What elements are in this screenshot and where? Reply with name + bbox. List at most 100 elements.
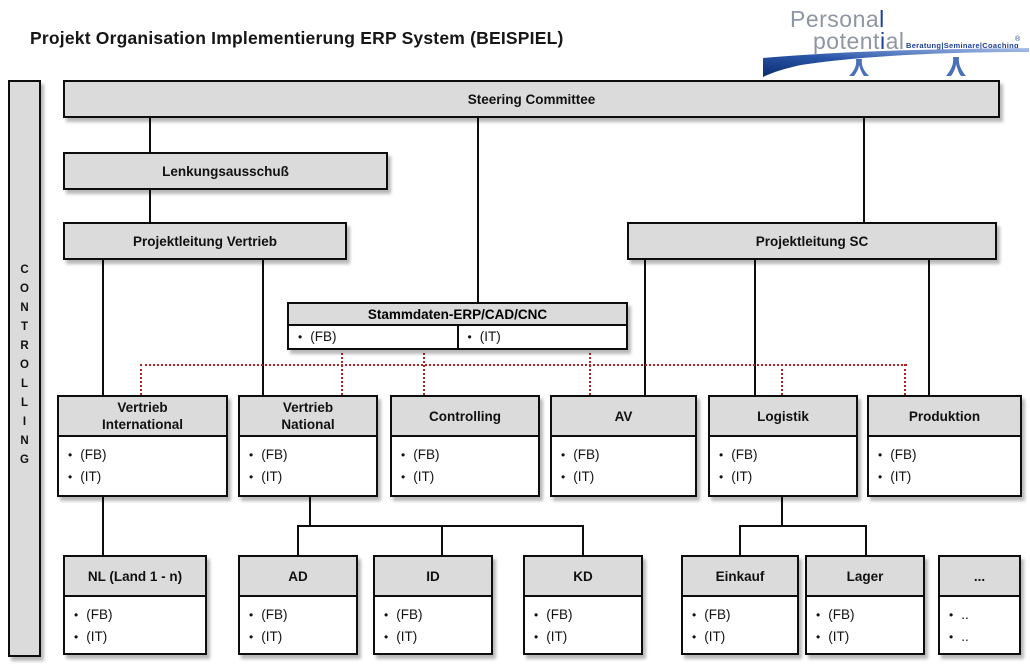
dept-item-it: (IT) (68, 466, 226, 488)
logo-text-blue: l (879, 6, 885, 32)
dept-box-title: Produktion (869, 397, 1020, 437)
leaf-item-fb: .. (949, 604, 1019, 626)
logo-tagline: Beratung|Seminare|Coaching (906, 41, 1019, 50)
leaf-box-einkauf: Einkauf (FB) (IT) (681, 555, 799, 655)
dept-box-vertrieb-international: Vertrieb International (FB) (IT) (57, 395, 228, 497)
org-box-label: Projektleitung Vertrieb (132, 233, 278, 249)
dept-item-it: (IT) (878, 466, 1020, 488)
connector-line (262, 260, 264, 395)
leaf-item-it: (IT) (74, 626, 205, 648)
dotted-relation-line (341, 348, 343, 395)
leaf-item-fb: (FB) (74, 604, 205, 626)
dotted-relation-line (423, 348, 425, 395)
leaf-box-title: Lager (807, 557, 923, 597)
leaf-item-it: .. (949, 626, 1019, 648)
leaf-box-title: KD (525, 557, 641, 597)
org-box-projektleitung-sc: Projektleitung SC (627, 222, 997, 260)
leaf-item-fb: (FB) (692, 604, 797, 626)
leaf-item-fb: (FB) (534, 604, 641, 626)
dept-box-title: Logistik (710, 397, 856, 437)
bridge-swoosh-icon (763, 48, 1029, 77)
connector-line (739, 525, 741, 555)
dept-item-fb: (FB) (561, 444, 695, 466)
connector-line (754, 260, 756, 395)
leaf-item-fb: (FB) (816, 604, 923, 626)
connector-line (781, 497, 783, 527)
logo-word-personal: Personal (790, 6, 885, 33)
org-box-label: Lenkungsausschuß (162, 163, 289, 179)
dept-item-fb: (FB) (68, 444, 226, 466)
connector-line (477, 118, 479, 302)
dept-item-it: (IT) (401, 466, 538, 488)
leaf-box-title: ID (375, 557, 491, 597)
connector-line (149, 118, 151, 152)
connector-line (441, 525, 443, 555)
dept-box-logistik: Logistik (FB) (IT) (708, 395, 858, 497)
dept-item-fb: (FB) (401, 444, 538, 466)
logo-text-blue: i (879, 28, 886, 54)
leaf-box-title: NL (Land 1 - n) (65, 557, 205, 597)
leaf-box-nl: NL (Land 1 - n) (FB) (IT) (63, 555, 207, 655)
org-box-label: Stammdaten-ERP/CAD/CNC (289, 304, 626, 326)
connector-line (309, 497, 311, 527)
connector-line (928, 260, 930, 395)
leaf-item-it: (IT) (534, 626, 641, 648)
personalpotential-logo: Personal potential Beratung|Seminare|Coa… (763, 4, 1030, 78)
dotted-relation-line (140, 364, 907, 366)
leaf-box-title: ... (940, 557, 1019, 597)
org-box-label: Projektleitung SC (755, 233, 869, 249)
connector-line (863, 118, 865, 222)
controlling-bar-label: CONTROLLING (18, 264, 31, 473)
controlling-bar: CONTROLLING (8, 80, 41, 657)
leaf-item-it: (IT) (692, 626, 797, 648)
connector-line (102, 260, 104, 395)
connector-line (297, 525, 584, 527)
dept-box-vertrieb-national: Vertrieb National (FB) (IT) (238, 395, 378, 497)
org-box-lenkungsausschuss: Lenkungsausschuß (63, 152, 388, 190)
dotted-relation-line (904, 364, 906, 395)
dept-box-title: Controlling (392, 397, 538, 437)
dept-box-title: Vertrieb National (240, 397, 376, 437)
leaf-item-fb: (FB) (249, 604, 356, 626)
dept-box-produktion: Produktion (FB) (IT) (867, 395, 1022, 497)
leaf-item-it: (IT) (384, 626, 491, 648)
connector-line (644, 260, 646, 395)
connector-line (739, 525, 867, 527)
dept-box-title: Vertrieb International (59, 397, 226, 437)
org-box-label: Steering Committee (467, 91, 596, 107)
connector-line (102, 497, 104, 555)
page-title: Projekt Organisation Implementierung ERP… (30, 28, 564, 48)
dept-item-fb: (FB) (719, 444, 856, 466)
org-box-projektleitung-vertrieb: Projektleitung Vertrieb (63, 222, 347, 260)
leaf-item-it: (IT) (249, 626, 356, 648)
dept-item-fb: (FB) (249, 444, 376, 466)
dept-item-fb: (FB) (878, 444, 1020, 466)
stammdaten-cell-it: (IT) (468, 326, 501, 348)
leaf-item-it: (IT) (816, 626, 923, 648)
leaf-box-ad: AD (FB) (IT) (238, 555, 358, 655)
dept-item-it: (IT) (561, 466, 695, 488)
dept-box-title: AV (552, 397, 695, 437)
leaf-box-title: AD (240, 557, 356, 597)
leaf-box-title: Einkauf (683, 557, 797, 597)
leaf-item-fb: (FB) (384, 604, 491, 626)
dotted-relation-line (589, 348, 591, 395)
dept-box-controlling: Controlling (FB) (IT) (390, 395, 540, 497)
leaf-box-lager: Lager (FB) (IT) (805, 555, 925, 655)
dept-box-av: AV (FB) (IT) (550, 395, 697, 497)
connector-line (582, 525, 584, 555)
dept-item-it: (IT) (719, 466, 856, 488)
leaf-box-id: ID (FB) (IT) (373, 555, 493, 655)
logo-word-potential: potential (813, 28, 904, 55)
logo-text-gray: Persona (790, 6, 880, 32)
connector-line (297, 525, 299, 555)
leaf-box-kd: KD (FB) (IT) (523, 555, 643, 655)
leaf-box-ellipsis: ... .. .. (938, 555, 1021, 655)
dotted-relation-line (781, 364, 783, 395)
org-box-stammdaten: Stammdaten-ERP/CAD/CNC (FB) (IT) (287, 302, 628, 350)
stammdaten-cell-fb: (FB) (298, 326, 336, 348)
connector-line (149, 190, 151, 222)
logo-text-gray: potent (813, 28, 880, 54)
org-box-steering-committee: Steering Committee (63, 80, 1000, 118)
registered-trademark-icon: ® (1015, 36, 1021, 43)
